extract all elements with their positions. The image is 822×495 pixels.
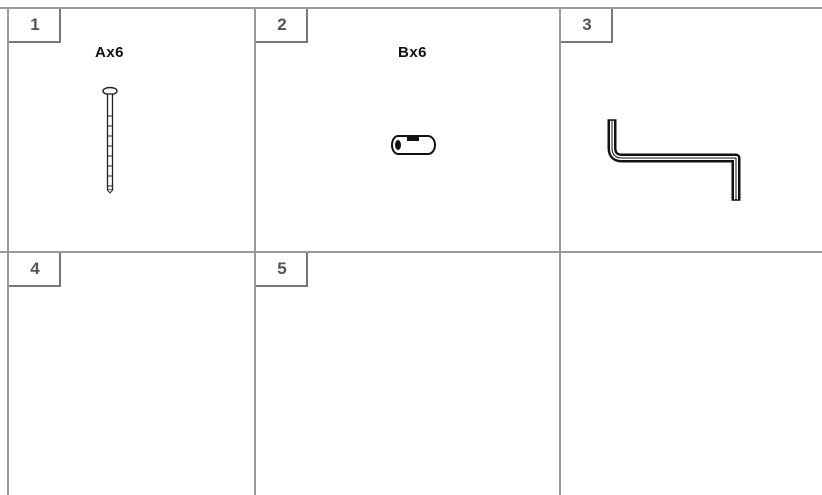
step-5-number: 5 [256,253,308,285]
allen-key-icon [604,114,750,204]
step-5-badge: 5 [256,253,308,287]
step-2-number: 2 [256,9,308,41]
step-2-quantity: Bx6 [398,44,427,61]
step-1-badge: 1 [9,9,61,43]
step-1-number: 1 [9,9,61,41]
step-3-badge: 3 [561,9,613,43]
grid-top-line [0,7,822,9]
step-4-number: 4 [9,253,61,285]
barrel-nut-icon [390,133,438,157]
grid-divider-2 [559,7,561,495]
step-3-number: 3 [561,9,613,41]
step-1-quantity: Ax6 [95,44,124,61]
screw-icon [100,86,120,194]
grid-divider-1 [254,7,256,495]
grid-middle-line [0,251,822,253]
step-2-badge: 2 [256,9,308,43]
grid-left-line [7,7,9,495]
step-4-badge: 4 [9,253,61,287]
